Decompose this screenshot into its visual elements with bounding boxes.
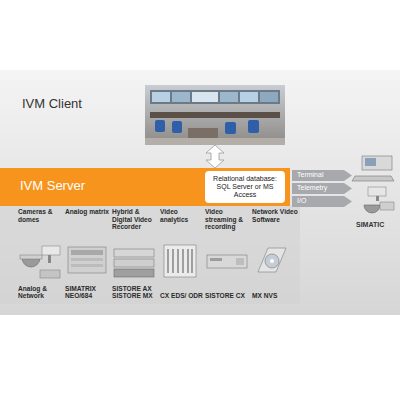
software-icon: [258, 248, 286, 272]
backdrop-part: [0, 206, 300, 304]
product-column: Cameras & domesAnalog & Network: [18, 208, 64, 301]
interface-arrow: I/O: [292, 196, 352, 207]
camera-icons-part: [48, 255, 51, 263]
simatic-icons-part: [376, 196, 379, 201]
product-name: SIMATRIX NEO/684: [65, 285, 111, 300]
node-heading: Terminal: [297, 171, 323, 179]
control-room-photo-part: [172, 92, 190, 102]
interface-arrow: Telemetry: [292, 183, 352, 194]
node-heading: Telemetry: [297, 184, 327, 192]
product-name: SISTORE CX: [205, 292, 251, 300]
node-heading: Network Video Software: [252, 208, 298, 223]
product-name: MX NVS: [252, 292, 298, 300]
product-column: Network Video Software MX NVS: [252, 208, 298, 301]
control-room-photo-part: [155, 120, 165, 132]
control-room-photo-part: [172, 121, 182, 133]
product-name: CX EDS/ ODR: [160, 292, 204, 300]
node-heading: I/O: [297, 197, 306, 205]
software-icon-part: [265, 254, 279, 268]
node-heading: SIMATIC: [356, 221, 384, 229]
node-heading: IVM Client: [22, 97, 82, 112]
control-room-photo-part: [220, 92, 238, 102]
node-heading: Analog matrix: [65, 208, 111, 216]
backdrop: [0, 70, 400, 315]
node-heading: Relational database: SQL Server or MS Ac…: [208, 175, 282, 199]
camera-icons-part: [22, 258, 40, 267]
analytics-icon-part: [164, 245, 196, 277]
analytics-icon: [164, 245, 196, 277]
recorder-icon: [114, 249, 154, 277]
camera-icons: [20, 246, 60, 278]
control-room-photo-part: [150, 90, 280, 104]
simatic-icons-part: [368, 187, 386, 196]
simatic-icons-part: [364, 205, 380, 213]
node-heading: Video analytics: [160, 208, 204, 223]
control-room-photo-part: [145, 138, 285, 145]
streaming-icon-part: [236, 258, 244, 265]
control-room-photo-part: [152, 92, 170, 102]
client-area: IVM Client: [15, 85, 290, 145]
backdrop-part: [0, 70, 400, 315]
node-heading: Hybrid & Digital Video Recorder: [112, 208, 158, 231]
analytics-icon-part: [168, 249, 192, 273]
node-heading: Video streaming & recording: [205, 208, 251, 231]
database-box: Relational database: SQL Server or MS Ac…: [205, 171, 285, 203]
control-room-photo-part: [225, 122, 236, 134]
matrix-icon-part: [71, 264, 103, 267]
simatic-icons-part: [380, 202, 394, 210]
product-column: Video streaming & recordingSISTORE CX: [205, 208, 251, 301]
streaming-icon: [207, 255, 247, 268]
camera-icons-part: [20, 255, 42, 259]
product-name: SISTORE AX SISTORE MX: [112, 285, 158, 300]
control-room-photo-part: [145, 85, 285, 145]
control-room-photo-part: [260, 92, 278, 102]
node-heading: IVM Server: [20, 179, 85, 194]
control-room-photo-part: [150, 112, 280, 118]
control-room-photo: [145, 85, 285, 145]
recorder-icon-part: [114, 259, 154, 267]
interface-arrow: Terminal: [292, 170, 352, 181]
simatic-icons-part: [365, 158, 376, 166]
arrow-shape: [292, 170, 352, 181]
node-heading: Cameras & domes: [18, 208, 64, 223]
control-room-photo-part: [192, 92, 218, 102]
software-icon-part: [258, 248, 286, 272]
matrix-icon: [68, 247, 106, 273]
software-icon-part: [270, 259, 274, 263]
control-room-photo-part: [248, 120, 259, 133]
streaming-icon-part: [207, 255, 247, 268]
recorder-icon-part: [114, 269, 154, 277]
product-column: Analog matrixSIMATRIX NEO/684: [65, 208, 111, 301]
camera-icons-part: [42, 246, 60, 255]
matrix-icon-part: [68, 247, 106, 273]
simatic-icons: [352, 156, 394, 213]
streaming-icon-part: [210, 258, 222, 261]
product-name: Analog & Network: [18, 285, 64, 300]
arrow-shape: [292, 196, 352, 207]
simatic-icons-part: [362, 156, 392, 170]
recorder-icon-part: [114, 249, 154, 257]
simatic-group: SIMATIC: [352, 150, 398, 230]
matrix-icon-part: [71, 250, 103, 255]
arrow-shape: [292, 183, 352, 194]
control-room-photo-part: [240, 92, 258, 102]
server-band: IVM Server Relational database: SQL Serve…: [0, 168, 290, 206]
product-column: Video analytics CX EDS/ ODR: [160, 208, 204, 301]
control-room-photo-part: [188, 128, 218, 138]
matrix-icon-part: [71, 258, 103, 261]
double-arrow: [206, 145, 224, 168]
simatic-icons-part: [352, 176, 394, 181]
camera-icons-part: [40, 270, 60, 278]
product-column: Hybrid & Digital Video RecorderSISTORE A…: [112, 208, 158, 301]
